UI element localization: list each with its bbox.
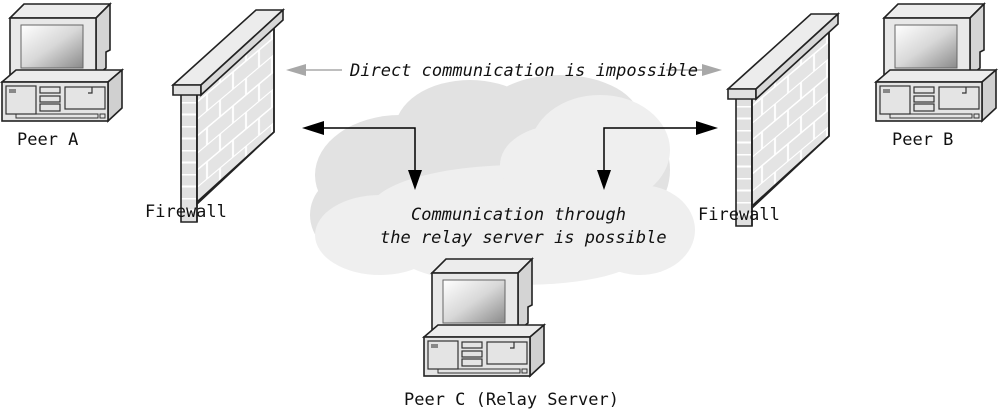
direct-arrow-left [286,64,342,76]
firewall-left-label: Firewall [145,202,227,222]
direct-communication-note: Direct communication is impossible [349,61,698,81]
peer-b-label: Peer B [892,130,953,150]
direct-arrow-right [666,64,722,76]
peer-a-computer-icon [1,3,123,122]
firewall-right-icon [727,13,839,227]
firewall-left-icon [172,9,284,223]
relay-arrow-left [302,121,422,190]
relay-note-line2: the relay server is possible [380,228,667,248]
firewall-right-label: Firewall [698,205,780,225]
peer-a-label: Peer A [17,130,78,150]
peer-b-computer-icon [875,3,997,122]
internet-cloud [310,75,695,285]
peer-c-computer-icon [423,258,545,377]
relay-arrow-right [597,121,718,190]
relay-note-line1: Communication through [411,205,626,225]
peer-c-label: Peer C (Relay Server) [404,390,619,410]
